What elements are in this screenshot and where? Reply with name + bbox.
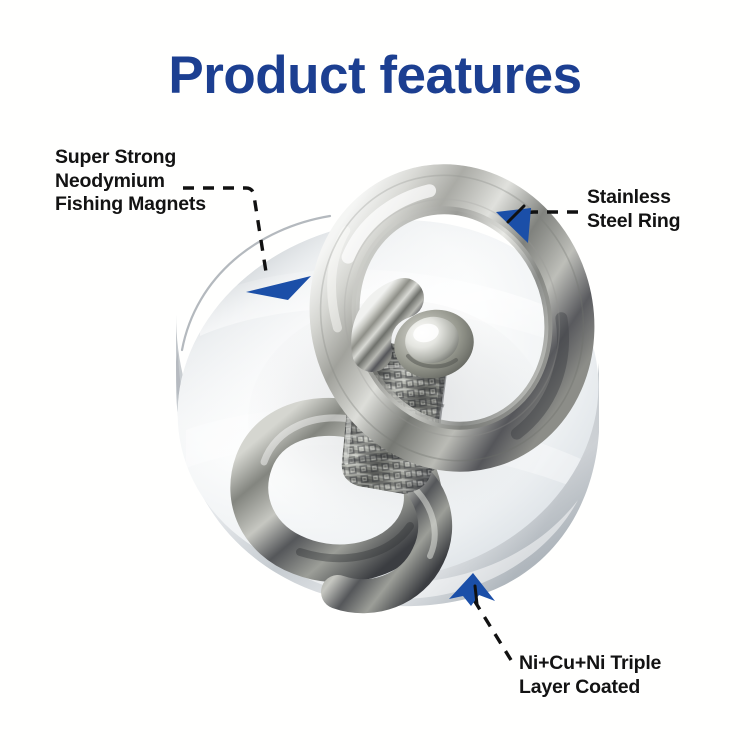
ring-shank [351, 278, 424, 372]
arrow-ticks [473, 204, 526, 606]
top-face-reflection [200, 269, 600, 360]
leader-line-coating [472, 599, 513, 661]
lower-loop-highlight [260, 414, 360, 466]
callout-ni-cu-ni-triple-layer-coated: Ni+Cu+Ni Triple Layer Coated [519, 652, 661, 699]
callout-line: Super Strong [55, 146, 177, 168]
callout-arrows [246, 208, 531, 606]
page-title: Product features [168, 46, 582, 105]
arrow-coating [449, 573, 495, 606]
callout-stainless-steel-ring: Stainless Steel Ring [587, 186, 681, 233]
arrow-magnets [246, 276, 311, 300]
callout-line: Steel Ring [587, 209, 681, 232]
top-face-rim-line [180, 214, 332, 352]
callout-line: Neodymium [55, 169, 165, 192]
nub-highlight [413, 323, 439, 343]
eyebolt-ring [309, 164, 595, 472]
callout-line: Ni+Cu+Ni Triple [519, 652, 662, 674]
center-pivot-nub [394, 309, 474, 379]
callout-line: Layer Coated [519, 675, 641, 698]
callout-line: Stainless [587, 186, 671, 208]
callout-line: Fishing Magnets [55, 193, 206, 215]
lower-loop-shadow [296, 522, 414, 563]
arrow-steel-ring [496, 208, 531, 243]
leader-line-magnets [183, 186, 268, 273]
swivel-lower-loop [230, 398, 453, 614]
callout-super-strong-neodymium-fishing-magnets: Super Strong Neodymium Fishing Magnets [55, 146, 206, 217]
